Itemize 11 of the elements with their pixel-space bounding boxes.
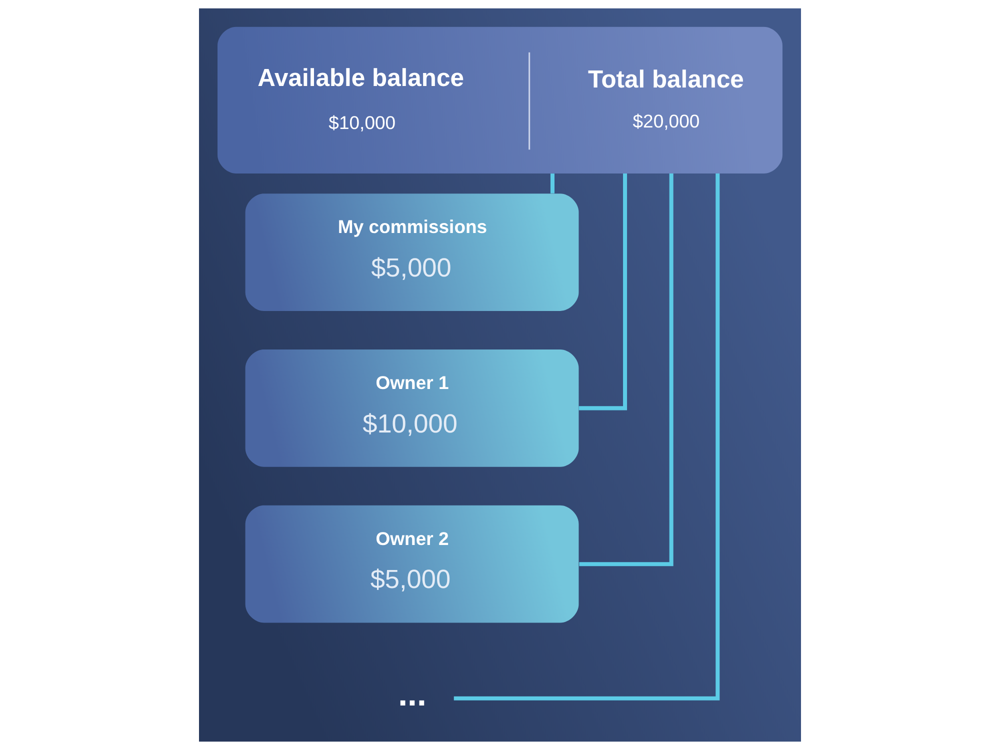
connector	[579, 174, 674, 566]
connector	[578, 174, 628, 410]
node-box: My commissions $5,000	[245, 194, 579, 311]
connector	[454, 174, 720, 700]
cluster	[218, 26, 782, 174]
node-box: Owner 1 $10,000	[245, 350, 579, 467]
node-text: ...	[398, 675, 426, 714]
connector	[550, 174, 554, 194]
node-text: Total balance $20,000	[588, 66, 744, 132]
node-text: Available balance $10,000	[258, 65, 464, 133]
node-box: Owner 2 $5,000	[245, 505, 579, 623]
